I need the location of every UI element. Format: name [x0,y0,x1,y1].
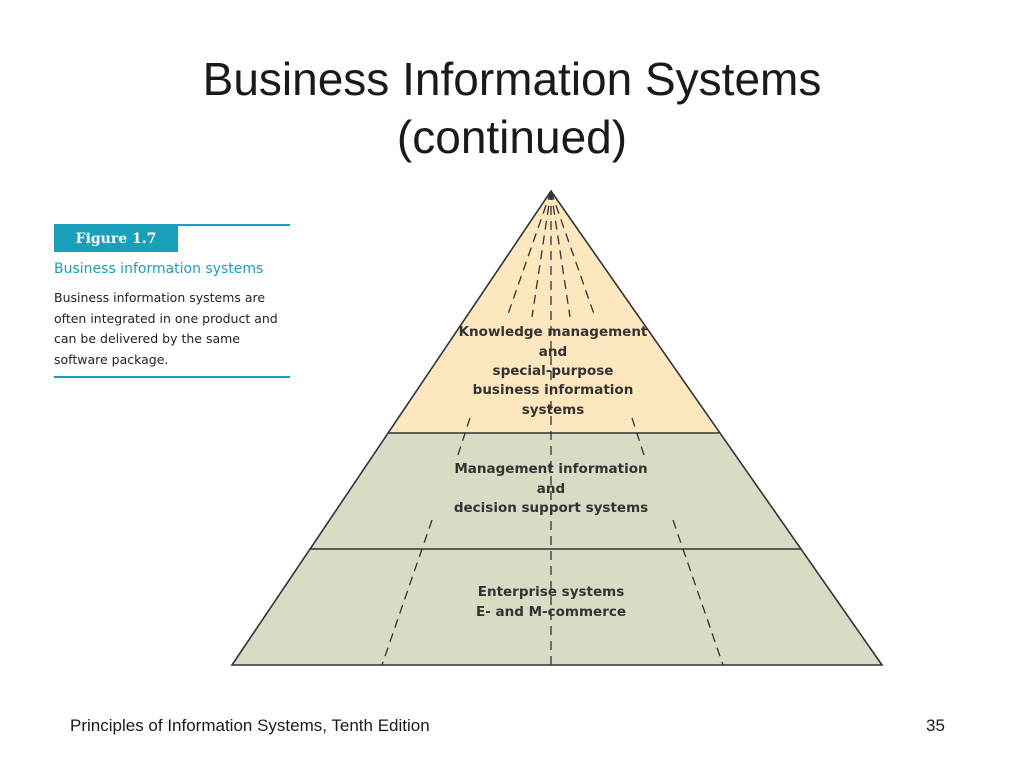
tier-label-line: and [539,344,567,360]
footer-book-title: Principles of Information Systems, Tenth… [70,716,430,735]
dashed-guide-line [457,417,471,456]
slide-title-line: Business Information Systems [202,53,822,105]
pyramid-tier-bottom [232,549,882,665]
pyramid-border [230,189,884,666]
dashed-guide-line [550,190,571,318]
dashed-guide-line [381,519,433,666]
pyramid-tier-top-label: Knowledge management and special-purpose… [459,324,648,418]
tier-label-line: Enterprise systems [478,584,625,600]
slide-title-line: (continued) [396,111,628,163]
pyramid-tier-middle [310,433,801,549]
tier-label-line: and [537,481,565,497]
tier-label-line: systems [522,402,585,418]
dashed-guide-line [672,519,724,666]
pyramid-tier-top [388,191,719,433]
pyramid-tier-middle-label: Management information and decision supp… [454,461,648,516]
dashed-guide-line [550,190,596,318]
tier-label-line: Management information [454,461,647,477]
slide-title: Business Information Systems (continued) [0,50,1024,166]
tier-label-line: decision support systems [454,500,648,516]
dashed-guide-line [506,190,552,318]
figure-number-tag: Figure 1.7 [54,226,178,252]
pyramid-tier-bottom-label: Enterprise systems E- and M-commerce [476,584,626,620]
tier-label-line: business information [473,382,634,398]
tier-label-line: special-purpose [493,363,614,379]
dashed-guide-line [531,190,552,318]
dashed-guide-line [631,417,645,456]
caption-body-line: software package. [54,351,169,367]
pyramid-dashed-guides [381,190,724,666]
caption-top-rule [54,224,290,226]
caption-body-line: can be delivered by the same [54,331,240,346]
pyramid-outline [230,189,884,666]
tier-label-line: Knowledge management [459,324,648,340]
caption-body-line: Business information systems are [54,290,266,305]
caption-bottom-rule [54,376,290,378]
figure-caption-body: Business information systems are often i… [54,288,294,370]
caption-body-line: often integrated in one product and [54,310,278,326]
figure-caption-heading: Business information systems [54,261,264,277]
tier-label-line: E- and M-commerce [476,604,626,620]
footer-page-number: 35 [926,716,945,735]
